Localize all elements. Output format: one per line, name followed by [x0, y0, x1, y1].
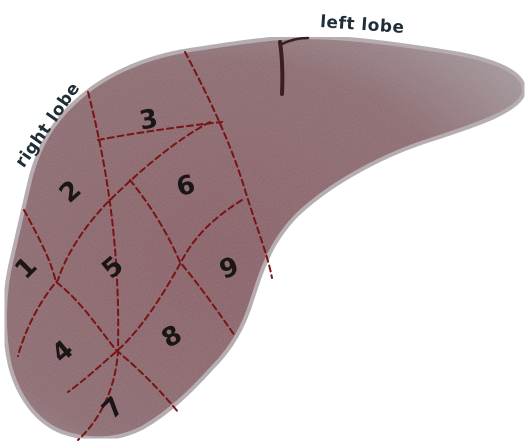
ligament-notch: [280, 42, 282, 94]
left-lobe-label: left lobe: [319, 12, 405, 38]
liver-outline: [5, 37, 524, 438]
